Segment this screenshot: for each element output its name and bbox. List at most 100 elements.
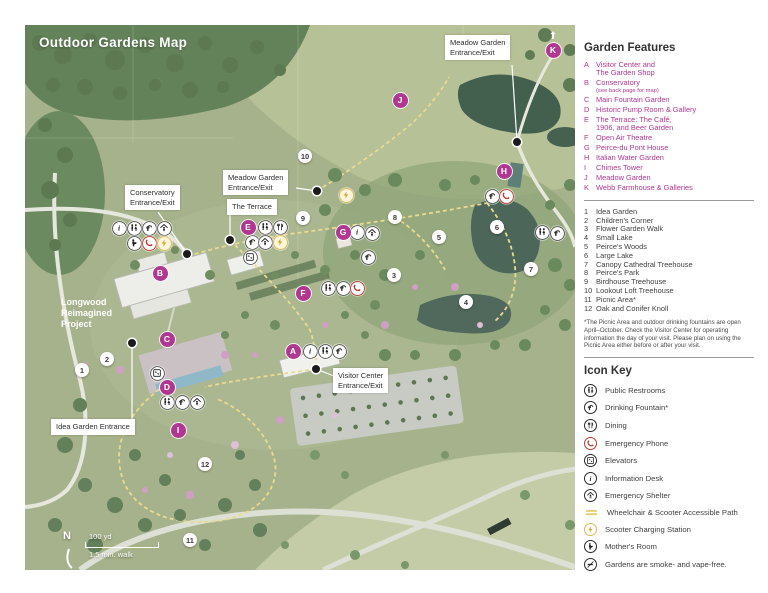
map-marker-elevator bbox=[243, 250, 257, 264]
entrance-dot bbox=[128, 339, 136, 347]
map-marker-restrooms bbox=[127, 221, 141, 235]
numbered-key: 3 bbox=[584, 224, 589, 234]
gardens-map: Outdoor Gardens Map Meadow Garden Entran… bbox=[25, 25, 575, 570]
map-label-meadow-center: Meadow Garden Entrance/Exit bbox=[223, 170, 289, 195]
entrance-dot bbox=[312, 365, 320, 373]
letter-marker-e: E bbox=[240, 219, 256, 235]
feature-label-text: Webb Farmhouse & Galleries bbox=[596, 183, 693, 193]
numbered-features-list: 1 Idea Garden 2 Children's Corner 3 Flow… bbox=[584, 207, 754, 314]
numbered-label: Peirce's Park bbox=[596, 268, 640, 278]
number-marker-10: 10 bbox=[298, 149, 312, 163]
marker-icon bbox=[114, 223, 124, 233]
key-label: Dining bbox=[605, 420, 627, 430]
numbered-label: Flower Garden Walk bbox=[596, 224, 664, 234]
map-marker-shelter bbox=[258, 235, 272, 249]
map-marker-shelter bbox=[157, 221, 171, 235]
marker-icon bbox=[363, 252, 373, 262]
key-label: Wheelchair & Scooter Accessible Path bbox=[607, 507, 738, 517]
marker-icon bbox=[159, 238, 169, 248]
icon-key-row-restrooms: Public Restrooms bbox=[584, 383, 754, 397]
map-marker-info bbox=[303, 344, 317, 358]
numbered-item: 7 Canopy Cathedral Treehouse bbox=[584, 260, 754, 270]
key-icon bbox=[584, 489, 597, 503]
map-label-idea: Idea Garden Entrance bbox=[51, 419, 135, 435]
icon-key-row-smokefree: Gardens are smoke- and vape-free. bbox=[584, 557, 754, 571]
map-label-meadow-top: Meadow Garden Entrance/Exit bbox=[445, 35, 511, 60]
map-marker-restrooms bbox=[160, 395, 174, 409]
number-marker-3: 3 bbox=[387, 268, 401, 282]
numbered-label: Small Lake bbox=[596, 233, 633, 243]
feature-item: C Main Fountain Garden bbox=[584, 95, 754, 104]
map-label-longwood: Longwood Reimagined Project bbox=[61, 297, 113, 329]
letter-marker-d: D bbox=[159, 379, 175, 395]
map-label-terrace: The Terrace bbox=[227, 199, 277, 215]
picnic-footnote: *The Picnic Area and outdoor drinking fo… bbox=[584, 319, 741, 350]
map-marker-arrow bbox=[547, 29, 560, 42]
letter-marker-g: G bbox=[335, 224, 351, 240]
marker-icon bbox=[487, 191, 497, 201]
numbered-label: Peirce's Woods bbox=[596, 242, 647, 251]
marker-icon bbox=[275, 237, 285, 247]
map-marker-elevator bbox=[150, 366, 164, 380]
map-marker-fountain bbox=[485, 189, 499, 203]
marker-icon bbox=[334, 346, 344, 356]
map-marker-restrooms bbox=[535, 225, 549, 239]
marker-icon bbox=[129, 238, 139, 248]
numbered-item: 10 Lookout Loft Treehouse bbox=[584, 286, 754, 296]
icon-key-row-path: Wheelchair & Scooter Accessible Path bbox=[584, 507, 754, 518]
number-marker-8: 8 bbox=[388, 210, 402, 224]
feature-key: B bbox=[584, 78, 589, 88]
feature-key: J bbox=[584, 173, 588, 183]
numbered-item: 4 Small Lake bbox=[584, 233, 754, 243]
feature-label-text: Conservatory bbox=[596, 78, 640, 88]
feature-item: F Open Air Theatre bbox=[584, 133, 754, 143]
feature-label-text: Chimes Tower bbox=[596, 163, 643, 173]
map-marker-fountain bbox=[361, 250, 375, 264]
feature-key: K bbox=[584, 183, 589, 193]
map-marker-info bbox=[112, 221, 126, 235]
icon-key-row-phone: Emergency Phone bbox=[584, 436, 754, 450]
letter-marker-b: B bbox=[152, 265, 168, 281]
number-marker-1: 1 bbox=[75, 363, 89, 377]
feature-item: A Visitor Center and The Garden Shop bbox=[584, 60, 754, 78]
marker-icon bbox=[367, 228, 377, 238]
garden-features-heading: Garden Features bbox=[584, 42, 676, 54]
feature-key: D bbox=[584, 105, 590, 114]
feature-key: F bbox=[584, 133, 589, 143]
feature-label: Visitor Center and The Garden Shop bbox=[596, 60, 655, 78]
feature-label-text: Historic Pump Room & Gallery bbox=[596, 105, 697, 114]
marker-icon bbox=[338, 283, 348, 293]
feature-key: G bbox=[584, 143, 590, 153]
key-icon bbox=[584, 418, 597, 432]
garden-features-list: A Visitor Center and The Garden Shop B C… bbox=[584, 60, 754, 193]
marker-icon bbox=[159, 223, 169, 233]
feature-item: J Meadow Garden bbox=[584, 173, 754, 183]
marker-icon bbox=[144, 223, 154, 233]
key-icon bbox=[584, 540, 597, 554]
number-marker-4: 4 bbox=[459, 295, 473, 309]
letter-marker-i: I bbox=[170, 422, 186, 438]
feature-label: Conservatory(see back page for map) bbox=[596, 79, 659, 94]
map-marker-fountain bbox=[336, 281, 350, 295]
feature-key: I bbox=[584, 163, 587, 173]
feature-item: I Chimes Tower bbox=[584, 163, 754, 173]
key-label: Scooter Charging Station bbox=[605, 524, 691, 534]
key-label: Emergency Shelter bbox=[605, 491, 671, 501]
map-marker-scooter bbox=[339, 188, 353, 202]
icon-key-row-scooter: Scooter Charging Station bbox=[584, 522, 754, 536]
map-marker-shelter bbox=[190, 395, 204, 409]
marker-icon bbox=[192, 397, 202, 407]
key-icon bbox=[584, 471, 597, 485]
map-terrain-art bbox=[25, 25, 575, 570]
map-marker-scooter bbox=[157, 236, 171, 250]
marker-icon bbox=[323, 283, 333, 293]
feature-label: Chimes Tower bbox=[596, 164, 643, 172]
numbered-item: 6 Large Lake bbox=[584, 251, 754, 261]
key-icon bbox=[584, 436, 597, 450]
numbered-key: 11 bbox=[584, 294, 592, 304]
map-marker-mothers bbox=[127, 236, 141, 250]
feature-label: The Terrace: The Café, 1906, and Beer Ga… bbox=[596, 115, 673, 133]
marker-icon bbox=[548, 30, 558, 40]
number-marker-7: 7 bbox=[524, 262, 538, 276]
feature-key: E bbox=[584, 115, 589, 124]
